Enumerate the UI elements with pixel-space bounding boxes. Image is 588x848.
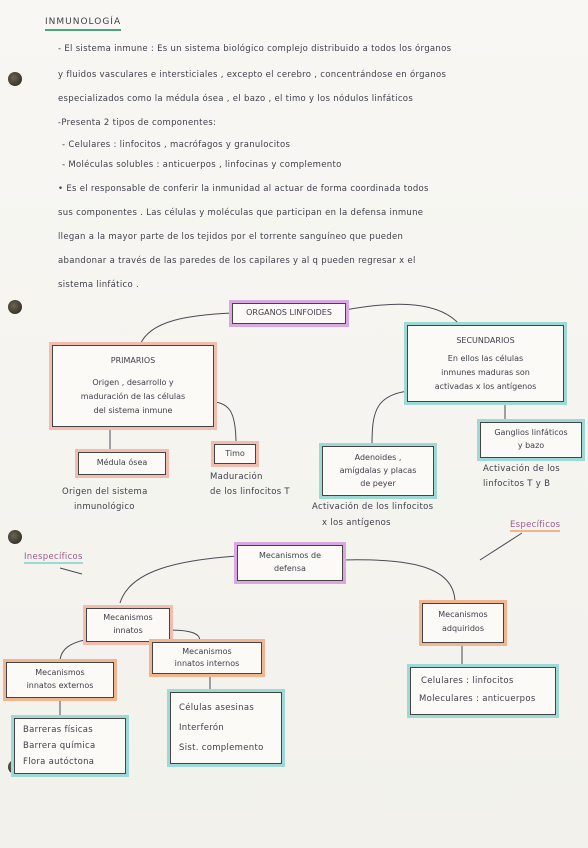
- ganglios-node: Ganglios linfáticos y bazo: [480, 422, 582, 458]
- timo-desc-line-1: Maduración: [210, 472, 263, 482]
- inespecificos-label: Inespecíficos: [24, 552, 83, 564]
- innatos-externos-line-2: innatos externos: [26, 681, 94, 690]
- celulas-item: Células asesinas: [179, 703, 255, 713]
- innatos-externos-line-1: Mecanismos: [35, 668, 85, 677]
- adenoides-desc-line-2: x los antígenos: [322, 518, 391, 528]
- innatos-internos-line-1: Mecanismos: [182, 647, 232, 656]
- mecanismos-adquiridos-node: Mecanismos adquiridos: [422, 603, 504, 643]
- paragraph-3-line-2: sus componentes . Las células y molécula…: [58, 208, 424, 218]
- organos-linfoides-label: ORGANOS LINFOIDES: [246, 308, 332, 317]
- binder-hole-icon: [8, 300, 22, 314]
- timo-desc-line-2: de los linfocitos T: [210, 487, 290, 497]
- paragraph-1-line-1: - El sistema inmune : Es un sistema biol…: [58, 44, 452, 54]
- adquiridos-item: Celulares : linfocitos: [421, 676, 514, 686]
- paragraph-3-line-4: abandonar a través de las paredes de los…: [58, 256, 416, 266]
- innatos-externos-node: Mecanismos innatos externos: [6, 662, 114, 698]
- especificos-label: Específicos: [510, 520, 561, 532]
- adenoides-desc-line-1: Activación de los linfocitos: [312, 502, 434, 512]
- paragraph-3-line-5: sistema linfático .: [58, 280, 139, 290]
- mecanismos-adquiridos-line-1: Mecanismos: [438, 610, 488, 619]
- ganglios-line-2: y bazo: [517, 441, 545, 450]
- mecanismos-defensa-node: Mecanismos de defensa: [237, 545, 343, 581]
- paragraph-1-line-3: especializados como la médula ósea , el …: [58, 94, 414, 104]
- paragraph-1-line-2: y fluidos vasculares e intersticiales , …: [58, 70, 447, 80]
- timo-label: Timo: [225, 449, 245, 458]
- mecanismos-innatos-node: Mecanismos innatos: [86, 608, 170, 642]
- secundarios-line-1: En ellos las células: [447, 354, 524, 363]
- mecanismos-innatos-line-1: Mecanismos: [103, 613, 153, 622]
- paragraph-2-line-2: - Celulares : linfocitos , macrófagos y …: [62, 140, 291, 150]
- celulas-item: Interferón: [179, 723, 225, 733]
- binder-hole-icon: [8, 72, 22, 86]
- ganglios-desc-line-2: linfocitos T y B: [483, 479, 551, 489]
- adenoides-line-2: amígdalas y placas: [339, 466, 417, 475]
- primarios-title: PRIMARIOS: [110, 356, 156, 365]
- organos-linfoides-node: ORGANOS LINFOIDES: [232, 303, 346, 324]
- page-title: INMUNOLOGÍA: [45, 17, 122, 31]
- barreras-node: Barreras físicas Barrera química Flora a…: [14, 718, 126, 774]
- mecanismos-defensa-line-2: defensa: [274, 564, 306, 573]
- ganglios-desc-line-1: Activación de los: [483, 464, 561, 474]
- celulas-item: Sist. complemento: [179, 743, 264, 753]
- paragraph-3-line-1: • Es el responsable de conferir la inmun…: [58, 184, 429, 194]
- timo-node: Timo: [214, 444, 256, 464]
- paragraph-2-line-1: -Presenta 2 tipos de componentes:: [58, 118, 217, 128]
- secundarios-node: SECUNDARIOS En ellos las células inmunes…: [407, 325, 564, 402]
- ganglios-line-1: Ganglios linfáticos: [494, 428, 568, 437]
- barreras-item: Barrera química: [23, 741, 96, 751]
- secundarios-line-3: activadas x los antígenos: [434, 382, 537, 391]
- medula-desc-line-1: Origen del sistema: [62, 487, 148, 497]
- medula-osea-label: Médula ósea: [96, 458, 148, 467]
- innatos-internos-node: Mecanismos innatos internos: [152, 642, 262, 674]
- paragraph-3-line-3: llegan a la mayor parte de los tejidos p…: [58, 232, 404, 242]
- adenoides-line-1: Adenoides ,: [354, 453, 402, 462]
- binder-hole-icon: [8, 530, 22, 544]
- mecanismos-adquiridos-line-2: adquiridos: [441, 624, 484, 633]
- medula-desc-line-2: inmunológico: [74, 502, 135, 512]
- primarios-line-3: del sistema inmune: [93, 406, 173, 415]
- barreras-item: Flora autóctona: [23, 757, 95, 767]
- paragraph-2-line-3: - Moléculas solubles : anticuerpos , lin…: [62, 160, 342, 170]
- barreras-item: Barreras físicas: [23, 725, 94, 735]
- secundarios-line-2: inmunes maduras son: [441, 368, 530, 377]
- adenoides-line-3: de peyer: [360, 479, 396, 488]
- medula-osea-node: Médula ósea: [78, 452, 166, 475]
- mecanismos-defensa-line-1: Mecanismos de: [259, 551, 321, 560]
- primarios-line-1: Origen , desarrollo y: [92, 378, 174, 387]
- primarios-node: PRIMARIOS Origen , desarrollo y maduraci…: [52, 345, 214, 427]
- primarios-line-2: maduración de las células: [80, 392, 186, 401]
- innatos-internos-line-2: innatos internos: [174, 659, 240, 668]
- adquiridos-item: Moleculares : anticuerpos: [419, 694, 536, 704]
- adenoides-node: Adenoides , amígdalas y placas de peyer: [322, 446, 434, 496]
- celulas-node: Células asesinas Interferón Sist. comple…: [170, 692, 282, 764]
- adquiridos-items-node: Celulares : linfocitos Moleculares : ant…: [410, 667, 556, 715]
- secundarios-title: SECUNDARIOS: [456, 336, 515, 345]
- mecanismos-innatos-line-2: innatos: [113, 626, 143, 635]
